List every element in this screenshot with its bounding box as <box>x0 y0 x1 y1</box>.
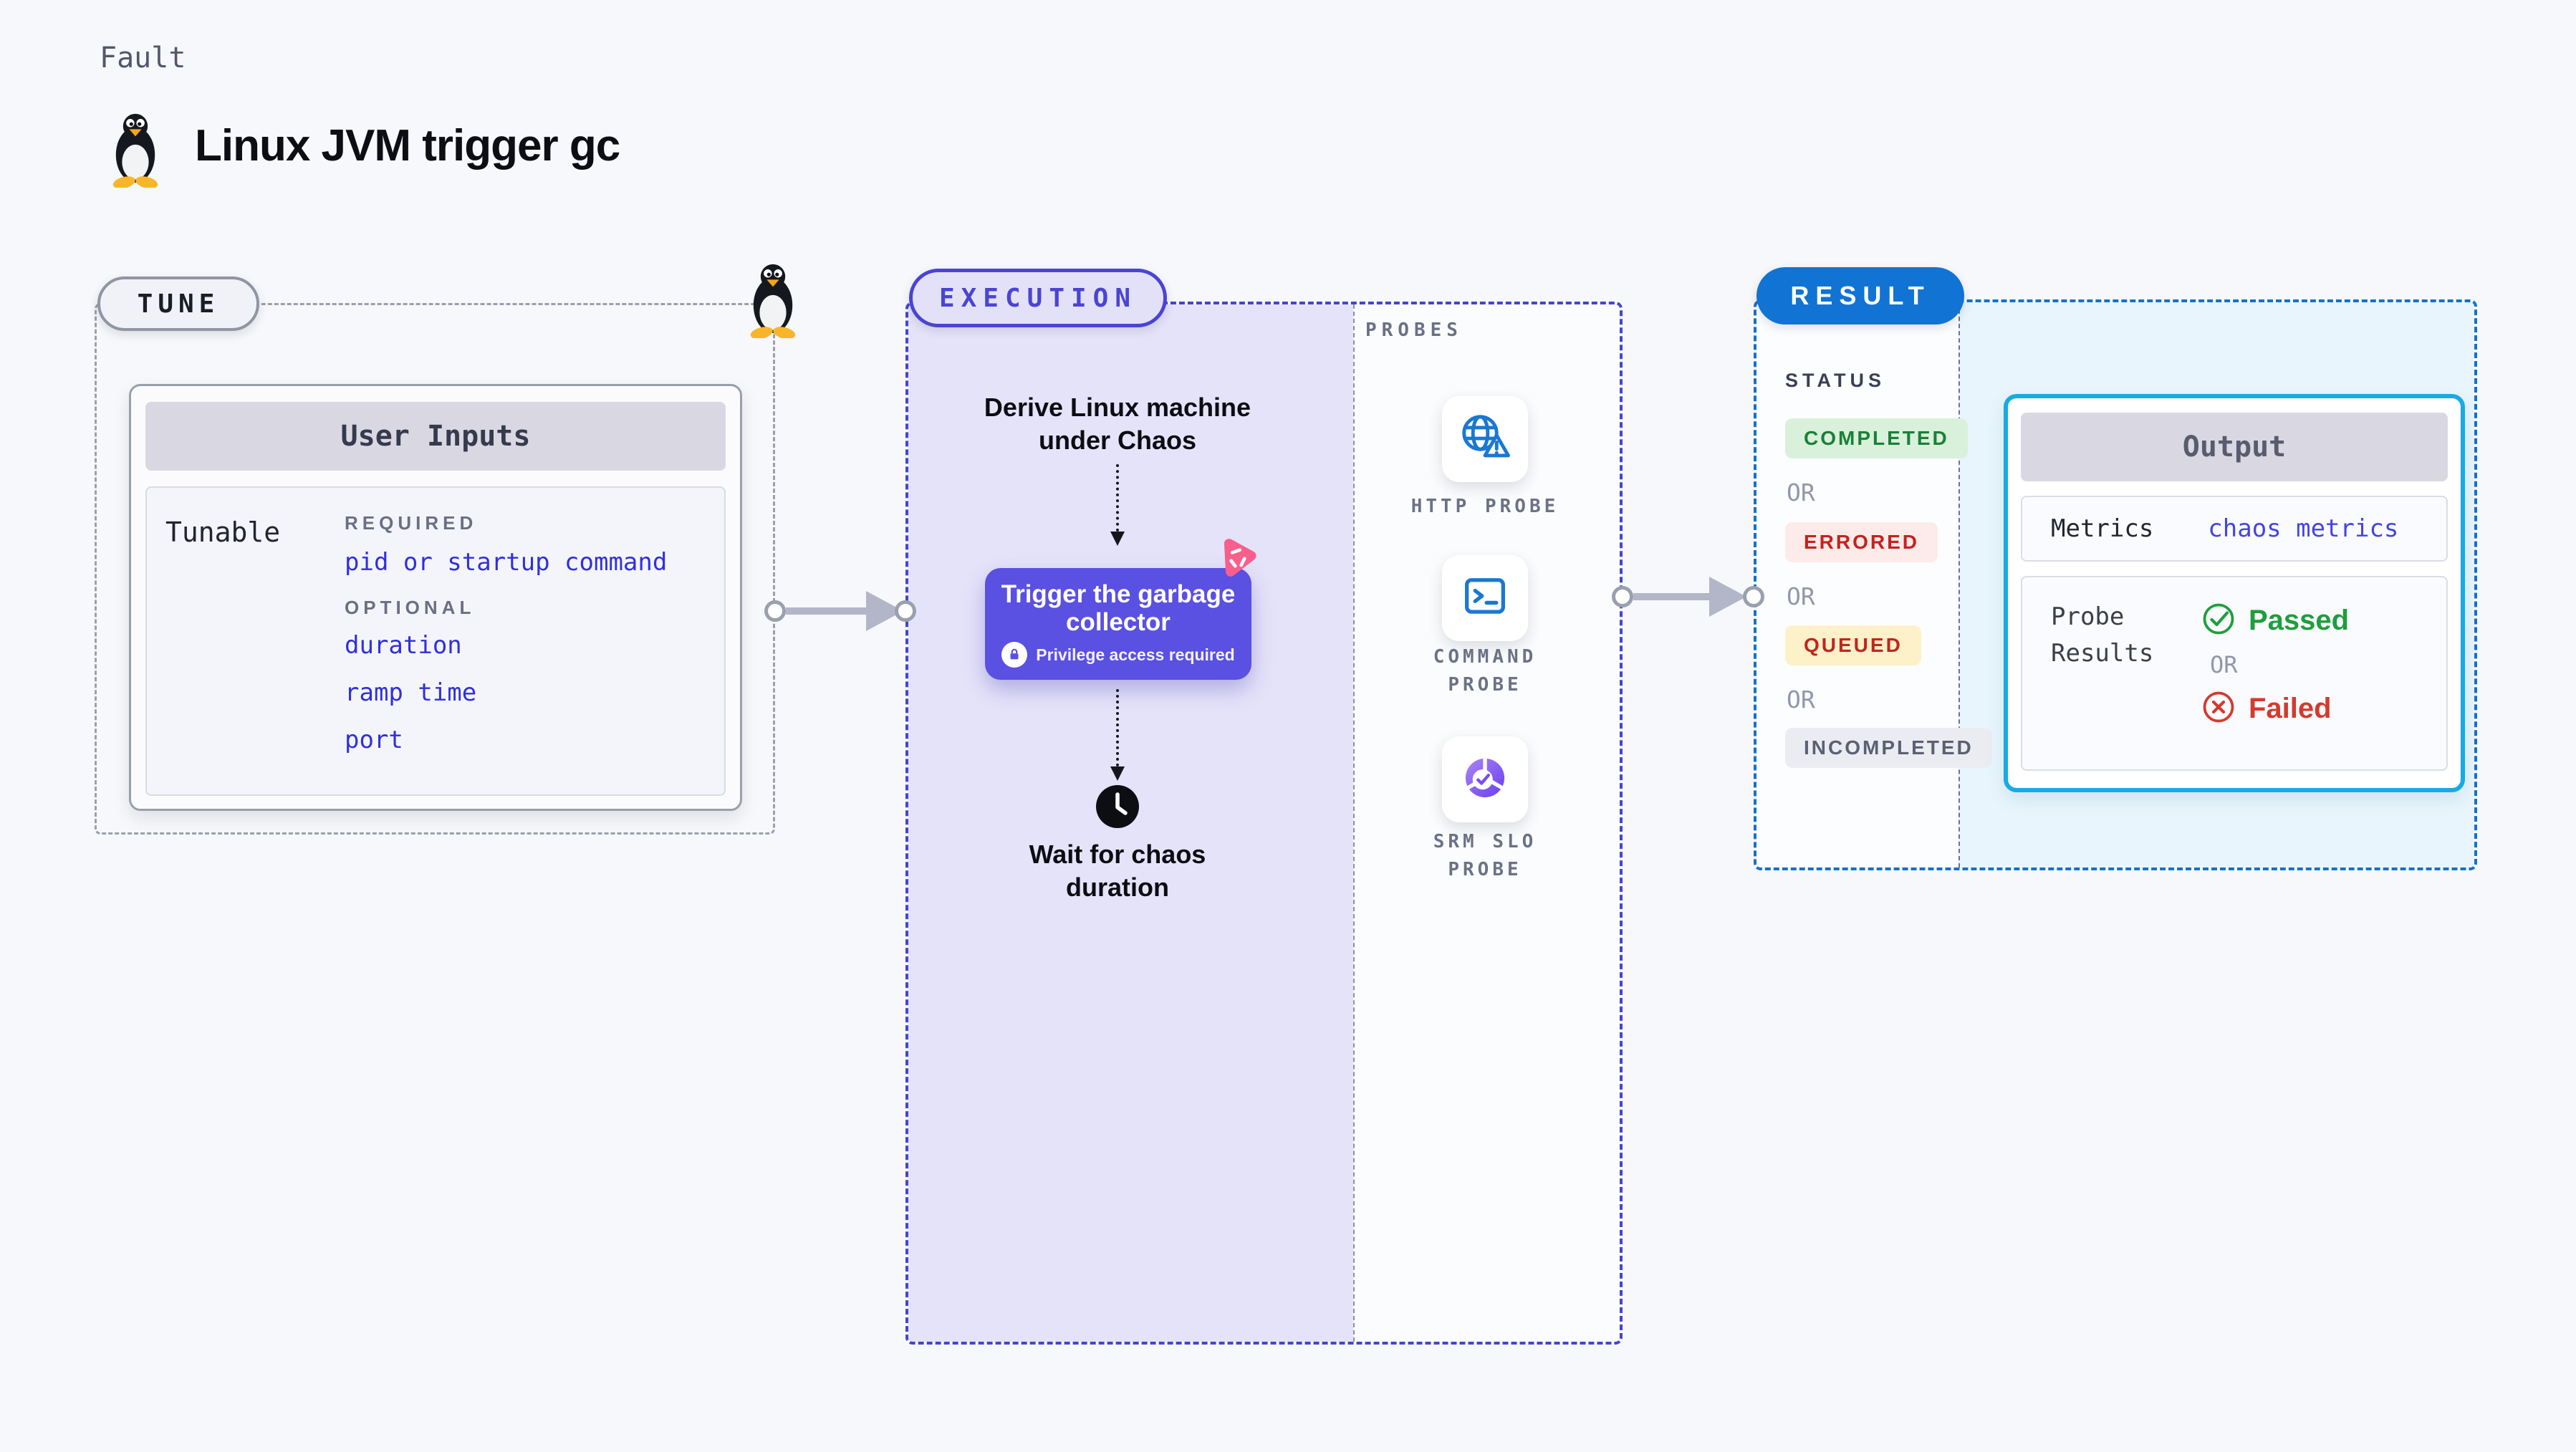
status-badge-completed: COMPLETED <box>1785 418 1968 458</box>
execution-badge: EXECUTION <box>909 269 1167 327</box>
or-separator: OR <box>1787 479 1815 506</box>
command-probe-card <box>1442 555 1528 641</box>
output-title: Output <box>2182 431 2287 463</box>
tunable-link-duration[interactable]: duration <box>345 631 462 660</box>
flow-dotted-line <box>1116 464 1119 532</box>
donut-check-icon <box>1457 750 1513 809</box>
linux-tux-icon <box>742 262 804 340</box>
globe-alert-icon <box>1457 410 1513 469</box>
flow-dotted-line <box>1116 689 1119 766</box>
status-label: STATUS <box>1785 370 1885 391</box>
tune-badge-label: TUNE <box>137 289 220 319</box>
clock-icon <box>1095 784 1140 830</box>
lock-icon <box>1001 642 1028 668</box>
page-title: Linux JVM trigger gc <box>195 121 620 170</box>
chaos-badge-icon <box>1212 533 1261 582</box>
wait-duration-step: Wait for chaos duration <box>1029 840 1206 903</box>
flow-dotted-arrow-head <box>1110 532 1125 546</box>
execution-probes-divider <box>1353 304 1355 1342</box>
tune-badge: TUNE <box>97 277 259 331</box>
status-badge-errored: ERRORED <box>1785 522 1938 562</box>
srm-slo-probe-card <box>1442 736 1528 822</box>
linux-tux-icon <box>105 112 166 189</box>
metrics-row: Metrics chaos metrics <box>2021 496 2448 562</box>
or-separator: OR <box>1787 686 1815 713</box>
tunable-row-label: Tunable <box>165 516 281 548</box>
tunable-link-pid[interactable]: pid or startup command <box>345 548 668 577</box>
status-output-divider <box>1959 302 1960 867</box>
status-badge-queued: QUEUED <box>1785 625 1921 665</box>
flow-arrow-line <box>1633 593 1709 600</box>
execution-badge-label: EXECUTION <box>938 283 1138 313</box>
metrics-label: Metrics <box>2051 514 2154 543</box>
connector-dot <box>764 600 786 622</box>
passed-label: Passed <box>2249 605 2350 636</box>
x-circle-icon <box>2201 690 2236 728</box>
result-badge: RESULT <box>1756 267 1964 324</box>
connector-dot <box>1743 586 1764 607</box>
connector-dot <box>1612 586 1633 607</box>
flow-dotted-arrow-head <box>1110 766 1125 781</box>
tunable-link-port[interactable]: port <box>345 726 403 754</box>
terminal-icon <box>1458 569 1512 628</box>
status-badge-incompleted: INCOMPLETED <box>1785 728 1992 768</box>
fault-category-label: Fault <box>100 42 186 74</box>
output-card: Output Metrics chaos metrics Probe Resul… <box>2004 394 2465 792</box>
trigger-gc-title: Trigger the garbage collector <box>1001 580 1236 636</box>
http-probe-label: HTTP PROBE <box>1410 496 1559 517</box>
trigger-gc-node[interactable]: Trigger the garbage collector Privilege … <box>985 568 1251 680</box>
probes-label: PROBES <box>1365 319 1463 341</box>
derive-machine-step: Derive Linux machine under Chaos <box>984 393 1251 456</box>
probe-results-row: Probe Results Passed OR <box>2021 576 2448 771</box>
command-probe-label: COMMAND PROBE <box>1433 646 1537 696</box>
chaos-metrics-link[interactable]: chaos metrics <box>2208 514 2399 543</box>
failed-label: Failed <box>2249 693 2332 724</box>
srm-slo-probe-label: SRM SLO PROBE <box>1433 831 1537 880</box>
failed-result: Failed <box>2201 690 2349 728</box>
or-separator: OR <box>2210 651 2238 678</box>
tunable-link-ramp-time[interactable]: ramp time <box>345 678 477 707</box>
output-header: Output <box>2021 413 2448 481</box>
http-probe-card <box>1442 396 1528 482</box>
user-inputs-card: User Inputs Tunable REQUIRED pid or star… <box>129 384 742 811</box>
required-label: REQUIRED <box>345 512 478 534</box>
tune-section <box>95 303 775 835</box>
probe-results-label: Probe Results <box>2051 602 2154 668</box>
tunables-panel: Tunable REQUIRED pid or startup command … <box>145 486 726 796</box>
flow-arrow-line <box>786 607 866 615</box>
connector-dot <box>895 600 916 622</box>
optional-label: OPTIONAL <box>345 597 476 618</box>
user-inputs-header: User Inputs <box>145 402 726 471</box>
or-separator: OR <box>1787 582 1815 610</box>
check-circle-icon <box>2201 602 2236 640</box>
user-inputs-title: User Inputs <box>340 420 531 453</box>
flow-arrow-head <box>1709 577 1746 617</box>
privilege-note: Privilege access required <box>1036 645 1235 664</box>
result-badge-label: RESULT <box>1790 281 1931 310</box>
passed-result: Passed <box>2201 602 2349 640</box>
